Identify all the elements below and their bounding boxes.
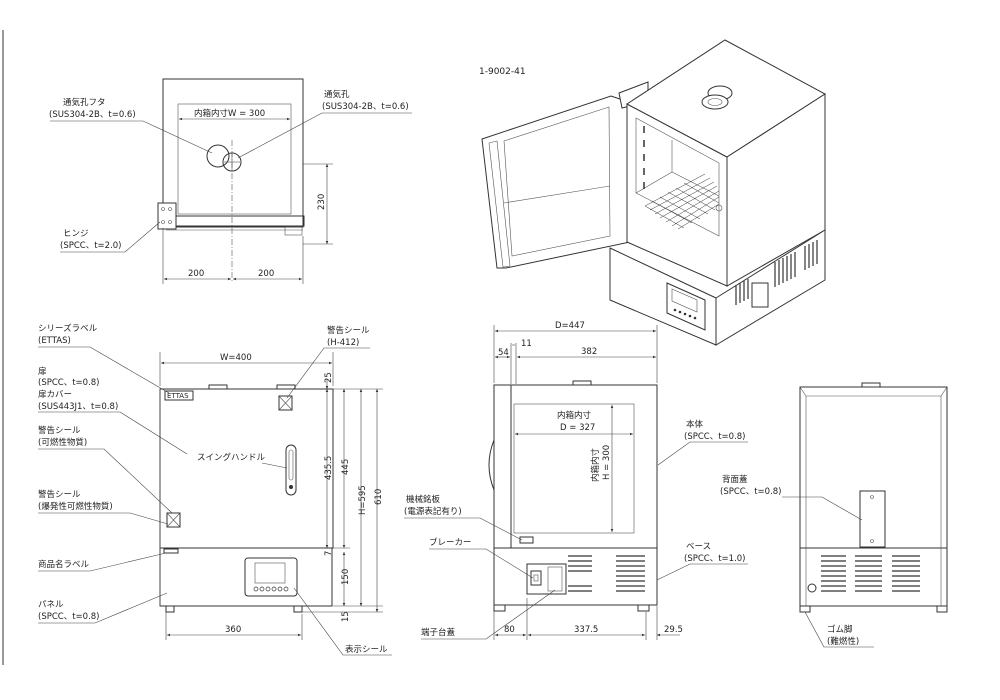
door-cover-spec: (SUS443J1、t=0.8) [38, 402, 118, 412]
side-inner-depth-title: 内箱内寸 [557, 410, 592, 421]
vent-cover-label: 通気孔フタ [63, 97, 106, 108]
top-view-dim-200-right: 200 [258, 269, 274, 279]
side-dim-80: 80 [504, 625, 515, 635]
front-dim-150: 150 [341, 569, 351, 585]
rear-cover [859, 490, 886, 548]
series-label-spec: (ETTAS) [38, 336, 71, 346]
nameplate-name: 機械銘板 [406, 494, 441, 505]
door-spec: (SPCC、t=0.8) [38, 378, 100, 388]
warning-h412-spec: (H-412) [327, 338, 359, 348]
rear-view-base [799, 547, 948, 607]
door-name: 扉 [38, 366, 47, 377]
front-dim-25: 25 [324, 372, 334, 383]
side-dim-54: 54 [498, 348, 509, 358]
side-view-base [493, 547, 658, 606]
terminal-cover-label: 端子台蓋 [421, 627, 456, 638]
rubber-foot-spec: (難燃性) [827, 636, 859, 647]
base-spec: (SPCC、t=1.0) [684, 554, 746, 564]
front-dim-15: 15 [341, 611, 351, 622]
side-view-body [510, 384, 658, 549]
isometric-view [481, 39, 826, 346]
warning-flammable-spec: (可燃性物質) [38, 437, 87, 448]
swing-handle [285, 444, 297, 496]
front-view: ETTAS W=400 25 435.5 445 [38, 323, 392, 656]
vent-hole-label: 通気孔 [324, 89, 350, 100]
panel-name: パネル [38, 600, 64, 610]
panel-spec: (SPCC、t=0.8) [38, 612, 100, 622]
top-view-foot [284, 226, 303, 236]
front-view-body [159, 388, 334, 549]
vent-hole-spec: (SUS304-2B、t=0.6) [322, 102, 409, 112]
warning-flammable-name: 警告シール [38, 425, 81, 436]
hinge-label: ヒンジ [63, 229, 89, 239]
side-view: D=447 54 11 382 内箱内寸 D = 327 内箱内寸 H = 30… [404, 321, 748, 640]
side-inner-height-title: 内箱内寸 [590, 447, 601, 482]
front-dim-360: 360 [225, 625, 241, 635]
display-seal-label: 表示シール [345, 644, 388, 655]
side-dim-depth: D=447 [555, 321, 585, 331]
front-dim-h595: H=595 [358, 485, 368, 515]
warning-explosive-spec: (爆発性可燃性物質) [38, 501, 113, 512]
top-view-dim-230: 230 [317, 194, 327, 210]
vent-cover-spec: (SUS304-2B、t=0.6) [49, 110, 136, 120]
warning-h412-name: 警告シール [327, 325, 370, 336]
top-view: 内箱内寸W = 300 230 200 200 通気孔フタ (SUS304-2B… [49, 78, 412, 284]
series-badge-box [164, 390, 194, 401]
side-inner-box [513, 403, 635, 534]
body-name: 本体 [686, 419, 704, 430]
side-dim-295: 29.5 [664, 625, 683, 635]
warning-explosive-name: 警告シール [38, 489, 81, 500]
rear-cover-spec: (SPCC、t=0.8) [720, 487, 782, 497]
hinge-spec: (SPCC、t=2.0) [60, 241, 122, 251]
top-view-body-outline [162, 78, 304, 228]
side-dim-382: 382 [581, 347, 597, 357]
breaker-label: ブレーカー [429, 537, 472, 548]
drawing-number: 1-9002-41 [479, 67, 526, 77]
top-view-door-edge [165, 215, 305, 227]
rear-cover-name: 背面蓋 [722, 474, 748, 485]
front-dim-7: 7 [324, 551, 334, 556]
front-dim-610: 610 [374, 489, 384, 505]
top-view-inner-outline [177, 103, 292, 215]
top-view-inner-width: 内箱内寸W = 300 [194, 108, 265, 119]
top-view-hinge [157, 202, 177, 230]
side-inner-depth-value: D = 327 [560, 423, 595, 433]
series-label-name: シリーズラベル [38, 323, 98, 334]
front-dim-width: W=400 [220, 353, 252, 363]
product-label-name: 商品名ラベル [38, 559, 90, 570]
side-dim-11: 11 [521, 339, 532, 349]
iso-base-side [715, 229, 826, 346]
iso-door [481, 95, 631, 269]
side-inner-height-value: H = 300 [602, 445, 612, 480]
breaker [530, 570, 542, 586]
body-spec: (SPCC、t=0.8) [684, 432, 746, 442]
top-view-dim-200-left: 200 [188, 269, 204, 279]
front-dim-445: 445 [341, 459, 351, 475]
top-view-vent-cover [206, 144, 230, 168]
base-name: ベース [686, 542, 711, 552]
door-cover-name: 扉カバー [38, 389, 72, 400]
series-badge: ETTAS [167, 392, 189, 400]
side-dim-3375: 337.5 [574, 625, 598, 635]
swing-handle-label: スイングハンドル [197, 452, 266, 463]
front-dim-4355: 435.5 [324, 456, 334, 480]
rubber-foot-name: ゴム脚 [827, 624, 853, 635]
front-control-panel [244, 557, 298, 597]
nameplate-spec: (電源表記有り) [404, 506, 462, 517]
rear-view: 背面蓋 (SPCC、t=0.8) ゴム脚 (難燃性) [720, 382, 948, 648]
